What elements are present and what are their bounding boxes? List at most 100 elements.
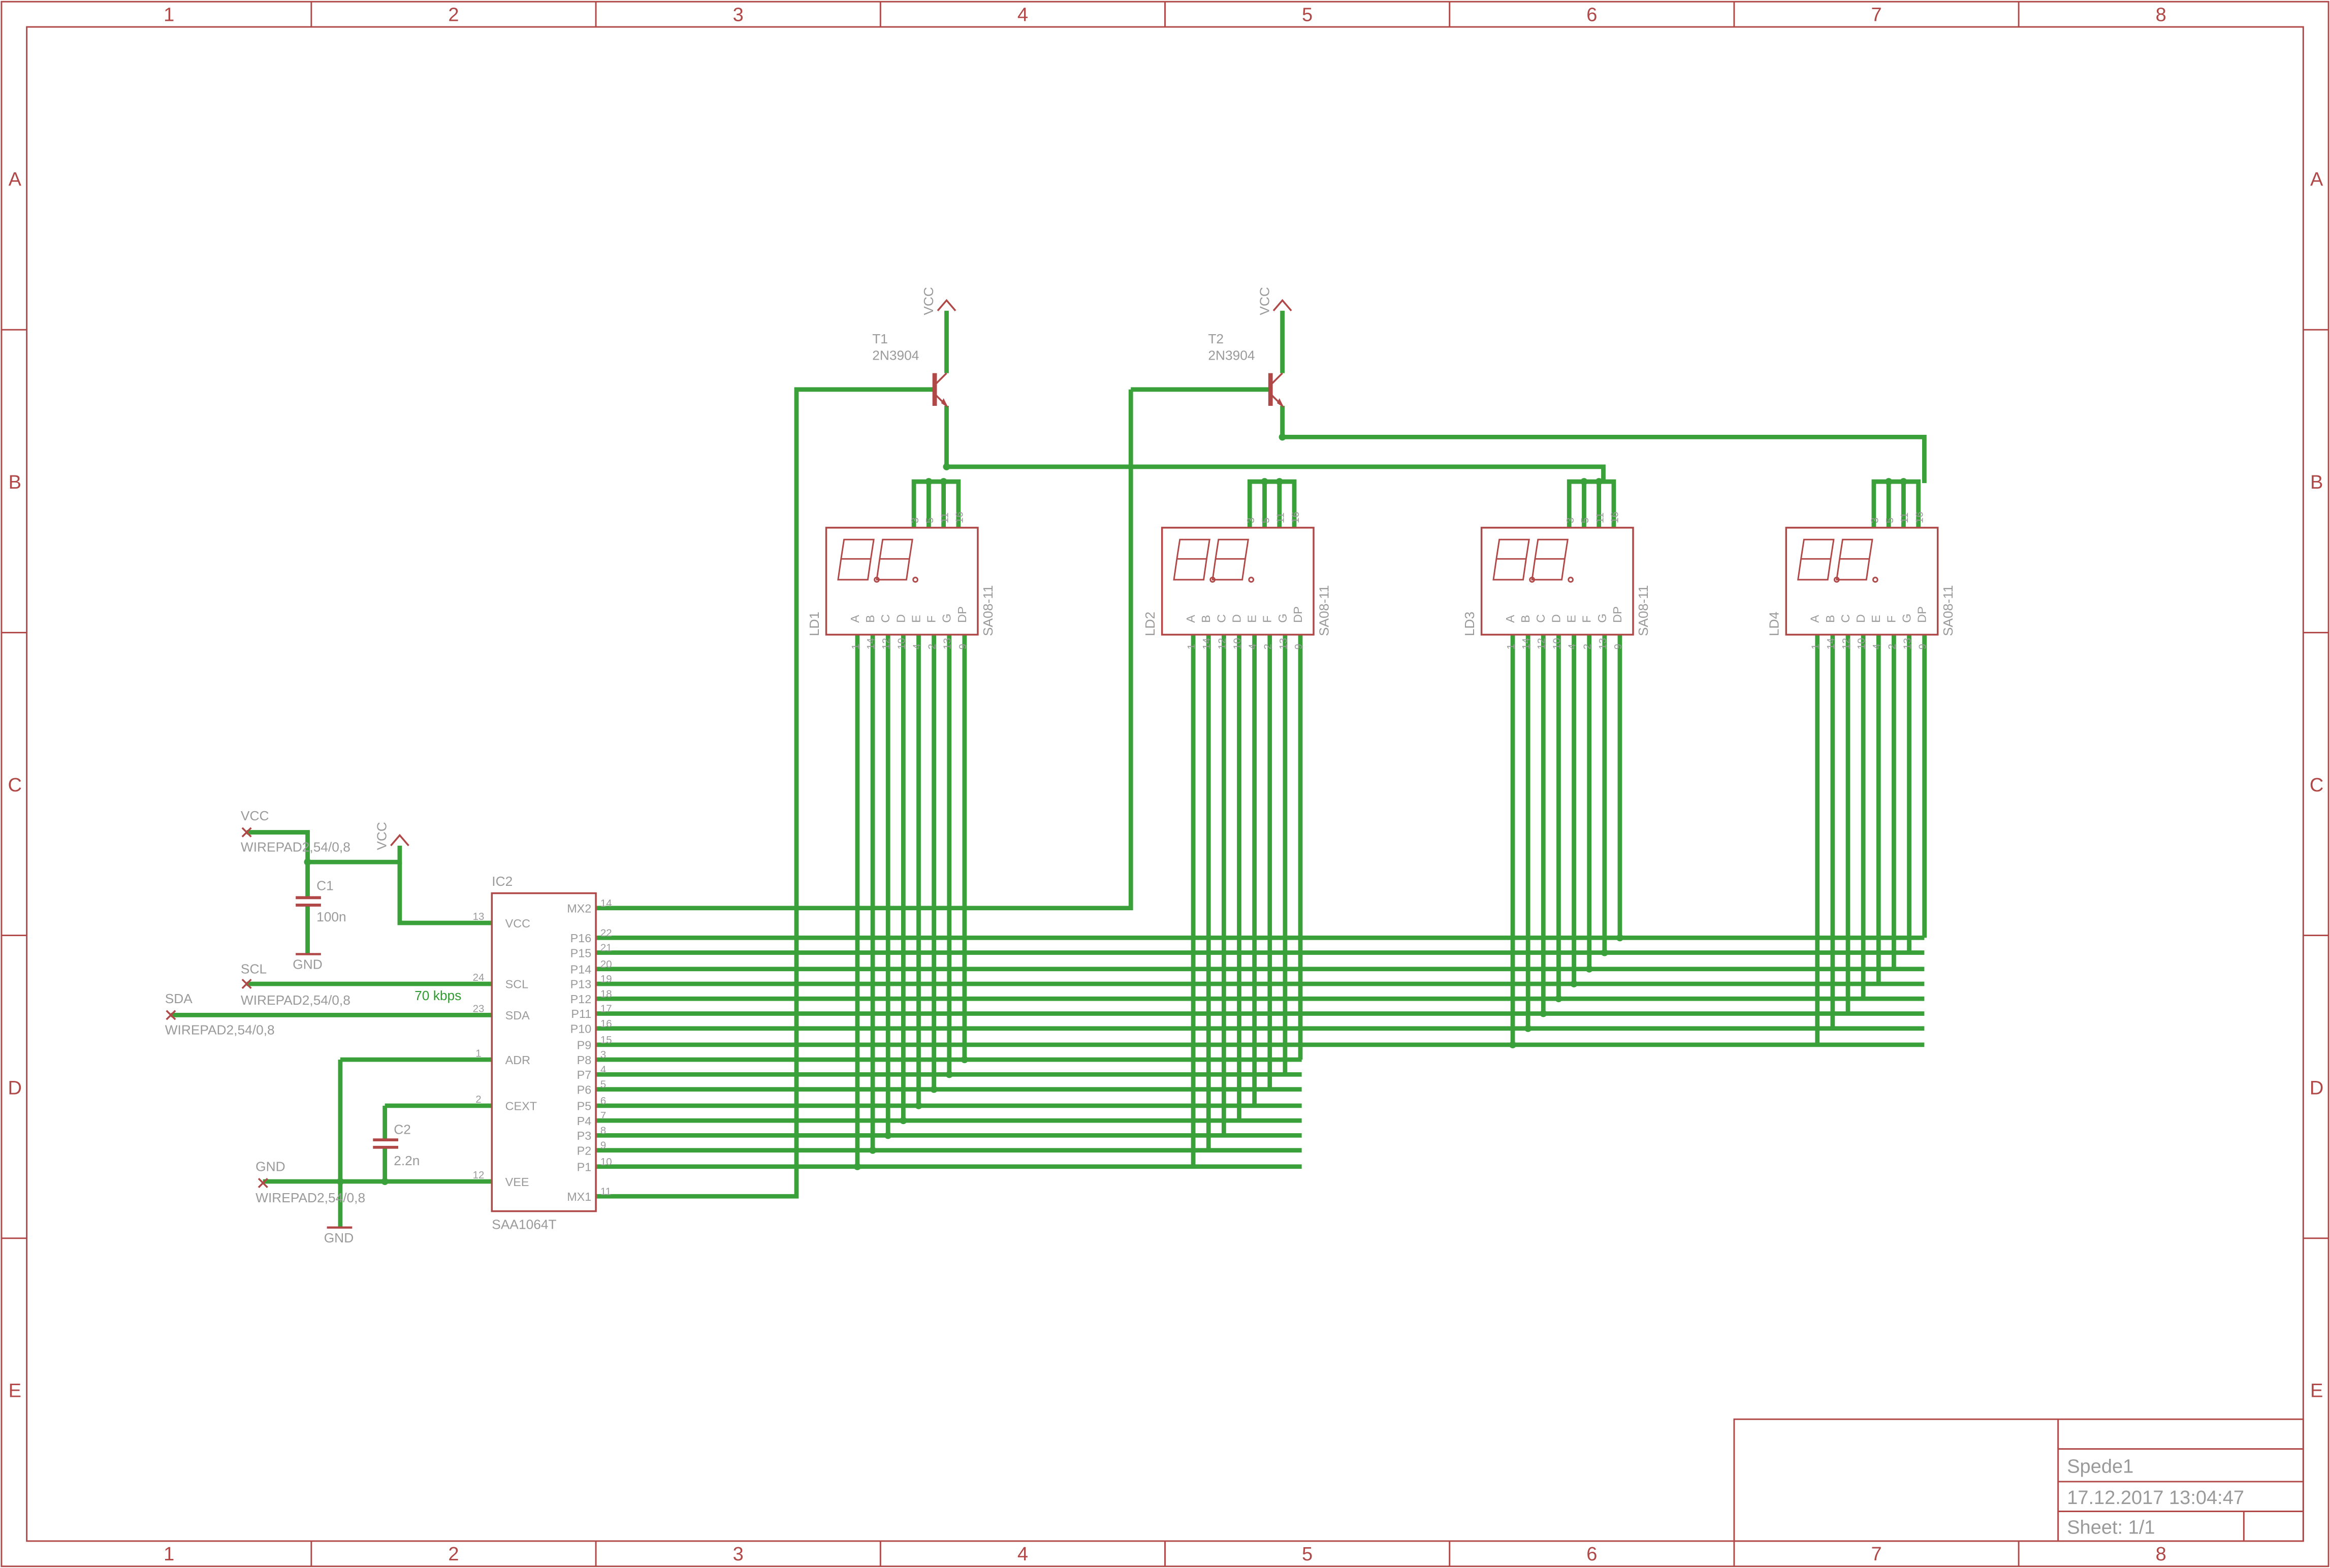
display-segment-label: B xyxy=(1199,615,1212,623)
display-segment-label: DP xyxy=(1916,606,1929,623)
col-label-bottom: 1 xyxy=(164,1544,174,1565)
ic-pin-name: P9 xyxy=(577,1039,592,1052)
col-label-bottom: 2 xyxy=(448,1544,459,1565)
display-top-pin: 5 xyxy=(924,518,936,523)
ic-pin-name: P6 xyxy=(577,1083,592,1096)
vcc-label: VCC xyxy=(921,287,936,315)
display-bottom-pin: 13 xyxy=(942,638,953,650)
pad-sda-package: WIREPAD2,54/0,8 xyxy=(165,1022,275,1037)
display-top-pin: 3 xyxy=(1869,518,1881,523)
ic-pin-number: 15 xyxy=(600,1034,612,1046)
capacitor-c2: C2 2.2n xyxy=(373,1122,420,1168)
display-top-pin: 3 xyxy=(909,518,921,523)
display-segment-label: B xyxy=(1519,615,1532,623)
row-label-right: B xyxy=(2310,472,2323,493)
display-name: LD4 xyxy=(1767,612,1782,636)
display-segment-label: B xyxy=(1824,615,1837,623)
display-segment-label: D xyxy=(1230,614,1243,623)
display-segment-label: DP xyxy=(955,606,969,623)
ic-pin-number: 17 xyxy=(600,1003,612,1015)
display-segment-label: C xyxy=(879,614,892,623)
display-bottom-pin: 4 xyxy=(911,644,922,649)
display-bottom-pin: 12 xyxy=(1840,638,1852,650)
vcc-label-ic: VCC xyxy=(374,822,390,850)
ic-pin-name: P2 xyxy=(577,1144,592,1157)
display-value: SA08-11 xyxy=(980,585,996,636)
display-top-pin: 5 xyxy=(1884,518,1896,523)
display-top-pin: 3 xyxy=(1245,518,1257,523)
display-bottom-pin: 10 xyxy=(1551,638,1562,650)
ic-pin-name: P13 xyxy=(570,978,592,991)
ic-pin-name: SCL xyxy=(505,978,529,991)
pad-gnd-package: WIREPAD2,54/0,8 xyxy=(256,1190,365,1205)
ic-pin-name: P5 xyxy=(577,1100,592,1113)
display-top-pin: 3 xyxy=(1565,518,1576,523)
bus-speed-note: 70 kbps xyxy=(414,988,461,1003)
display-segment-label: A xyxy=(1504,615,1517,623)
display-top-pin: 11 xyxy=(1899,513,1910,523)
display-bottom-pin: 12 xyxy=(1216,638,1228,650)
display-bottom-pin: 4 xyxy=(1871,644,1882,649)
display-segment-label: A xyxy=(1808,615,1822,623)
ic-pin-name: P14 xyxy=(570,963,592,976)
ic-pin-name: P16 xyxy=(570,932,592,945)
display-name: LD1 xyxy=(807,612,822,636)
display-segment-label: E xyxy=(1246,615,1259,623)
display-segment-label: A xyxy=(1184,615,1197,623)
display-bottom-pin: 1 xyxy=(850,644,861,649)
display-top-pin: 16 xyxy=(1913,511,1925,523)
ic-pin-number: 9 xyxy=(600,1140,606,1151)
ic-pin-number: 21 xyxy=(600,942,612,954)
ic-pin-number: 14 xyxy=(600,898,612,909)
display-segment-label: G xyxy=(940,614,953,623)
ic-pin-name: VEE xyxy=(505,1175,529,1189)
ic-name: IC2 xyxy=(492,874,513,889)
ic-pin-number: 10 xyxy=(600,1156,612,1168)
ic-pin-name: P1 xyxy=(577,1161,592,1174)
display-segment-label: C xyxy=(1215,614,1228,623)
display-bottom-pin: 14 xyxy=(1825,638,1837,650)
row-label-left: D xyxy=(8,1077,22,1099)
ic-pin-number: 7 xyxy=(600,1110,606,1122)
display-bottom-pin: 4 xyxy=(1566,644,1578,649)
ic-pin-name: P11 xyxy=(571,1007,591,1020)
display-bottom-pin: 2 xyxy=(927,644,938,649)
display-segment-label: G xyxy=(1276,614,1289,623)
ic-pin-number: 8 xyxy=(600,1125,606,1136)
ic-pin-number: 4 xyxy=(600,1064,606,1075)
pad-gnd-name: GND xyxy=(256,1159,285,1174)
col-label-bottom: 6 xyxy=(1586,1544,1597,1565)
display-top-pin: 16 xyxy=(1290,511,1301,523)
row-label-left: E xyxy=(9,1381,21,1402)
display-segment-label: E xyxy=(1565,615,1578,623)
display-bottom-pin: 2 xyxy=(1886,644,1898,649)
gnd-label-c1: GND xyxy=(293,957,322,972)
ic-pin-name: VCC xyxy=(505,917,530,930)
display-bottom-pin: 2 xyxy=(1262,644,1274,649)
row-label-right: A xyxy=(2310,169,2323,190)
transistor-name: T2 xyxy=(1208,331,1224,346)
ic-pin-name: CEXT xyxy=(505,1100,537,1113)
ic-pin-name: P3 xyxy=(577,1129,592,1142)
ic-pin-number: 6 xyxy=(600,1095,606,1107)
ic-pin-number: 18 xyxy=(600,988,612,1000)
display-bottom-pin: 1 xyxy=(1505,644,1517,649)
title-block: Spede1 17.12.2017 13:04:47 Sheet: 1/1 xyxy=(1733,1418,2304,1542)
display-bottom-pin: 9 xyxy=(957,644,969,649)
c2-value: 2.2n xyxy=(394,1153,420,1168)
pad-vcc: VCC WIREPAD2,54/0,8 xyxy=(241,808,350,854)
col-label-bottom: 4 xyxy=(1017,1544,1028,1565)
datetime-text: 17.12.2017 13:04:47 xyxy=(2067,1487,2244,1509)
display-value: SA08-11 xyxy=(1316,585,1331,636)
display-top-pin: 16 xyxy=(1609,511,1621,523)
ic-pin-name: P15 xyxy=(570,946,592,959)
display-segment-label: DP xyxy=(1611,606,1624,623)
col-label-top: 5 xyxy=(1302,4,1313,25)
col-label-top: 1 xyxy=(164,4,174,25)
display-bottom-pin: 9 xyxy=(1293,644,1304,649)
ic-pin-name: P12 xyxy=(570,993,592,1006)
